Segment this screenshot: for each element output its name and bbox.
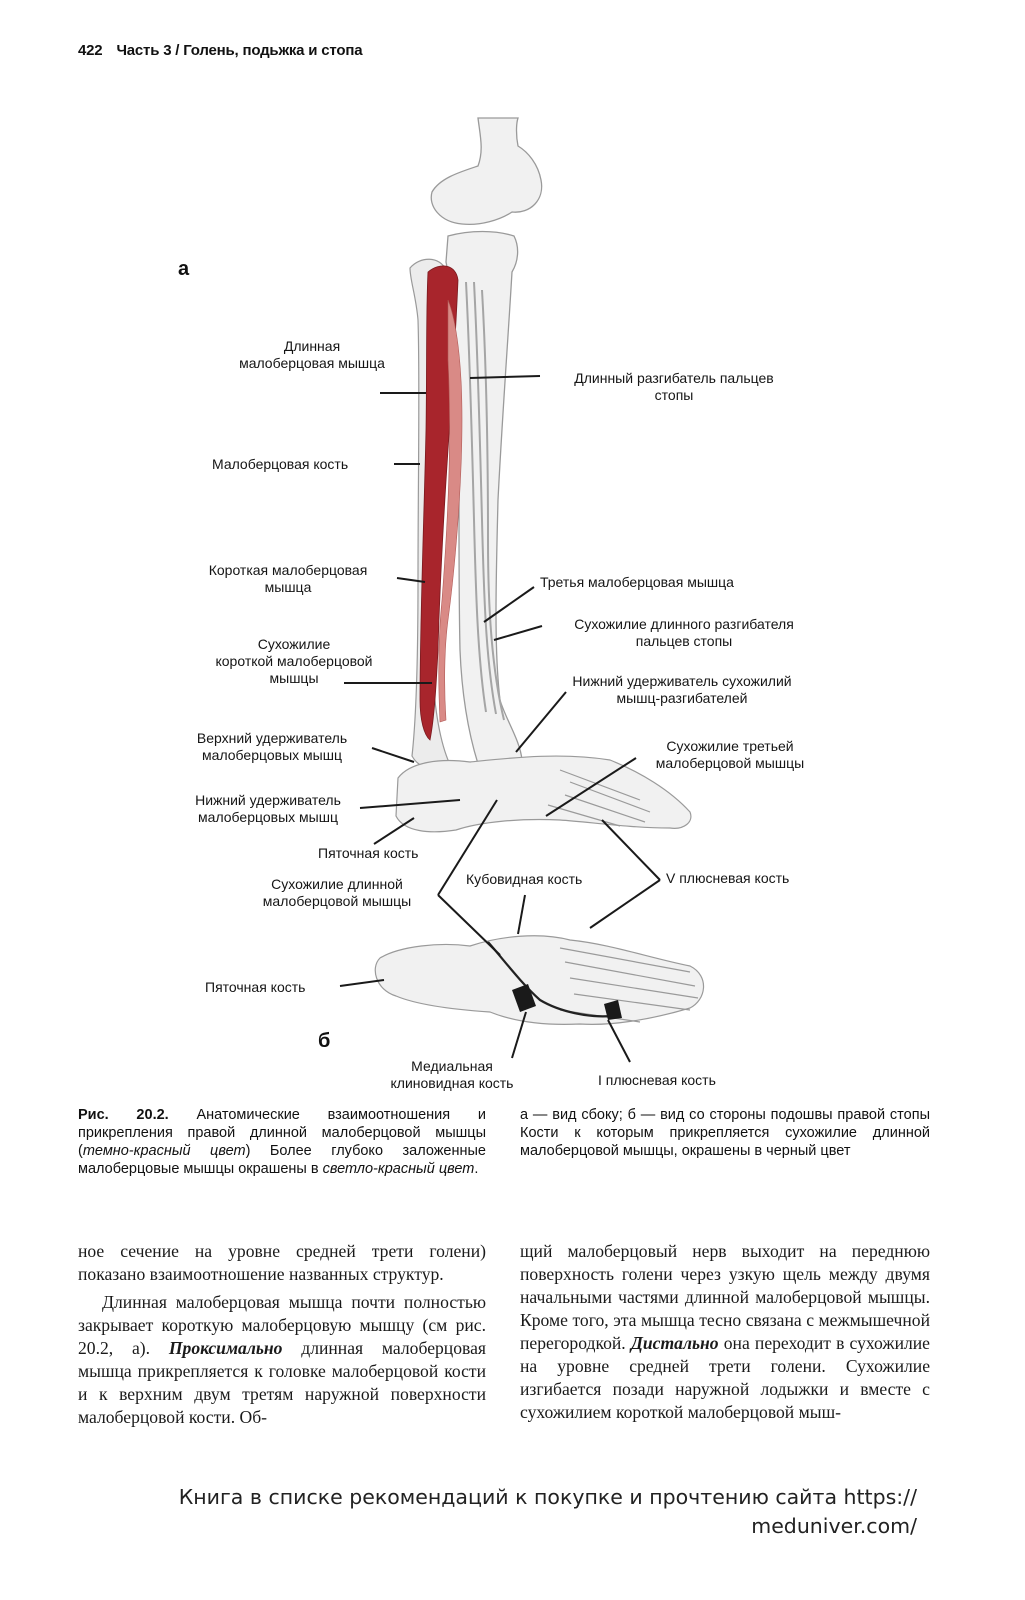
label-calcaneus-a: Пяточная кость: [318, 845, 419, 861]
paragraph: щий малоберцовый нерв выходит на передню…: [520, 1241, 930, 1422]
label-calcaneus-b: Пяточная кость: [205, 979, 306, 995]
label-cuboid: Кубовидная кость: [466, 871, 583, 887]
leader-lines: [339, 375, 661, 1063]
body-column-right: щий малоберцовый нерв выходит на передню…: [520, 1240, 930, 1424]
caption-label: Рис. 20.2.: [78, 1107, 169, 1123]
peroneus-longus-tendon-plantar: [487, 941, 613, 1018]
body-column-left: ное сечение на уровне средней трети голе…: [78, 1240, 486, 1429]
figure-caption-left: Рис. 20.2. Анатомические взаимоотношения…: [78, 1107, 486, 1177]
foot-plantar-illustration: [374, 935, 705, 1025]
femur-illustration: [430, 117, 543, 226]
page-number: 422: [78, 42, 103, 59]
running-title: Часть 3 / Голень, подьжка и стопа: [116, 42, 363, 59]
label-metatarsal-i: I плюсневая кость: [598, 1072, 716, 1088]
panel-letter-a: а: [178, 258, 190, 280]
peroneus-longus-illustration: [419, 265, 463, 741]
running-header: 422 Часть 3 / Голень, подьжка и стопа: [78, 42, 363, 59]
paragraph: ное сечение на уровне средней трети голе…: [78, 1241, 486, 1284]
cuboid-highlight: [512, 984, 622, 1020]
extensor-tendons-illustration: [465, 281, 505, 721]
label-peroneus-tertius: Третья малоберцовая мышца: [540, 574, 734, 590]
panel-letter-b: б: [318, 1030, 331, 1052]
foot-lateral-illustration: [395, 755, 692, 833]
label-metatarsal-v: V плюсневая кость: [666, 870, 790, 886]
anatomy-figure: [339, 117, 705, 1063]
label-fibula: Малоберцовая кость: [212, 456, 349, 472]
paragraph: Длинная малоберцовая мышца почти полност…: [78, 1292, 486, 1427]
figure-caption-right: а — вид сбоку; б — вид со стороны подошв…: [520, 1107, 930, 1159]
watermark: Книга в списке рекомендаций к покупке и …: [178, 1485, 917, 1538]
